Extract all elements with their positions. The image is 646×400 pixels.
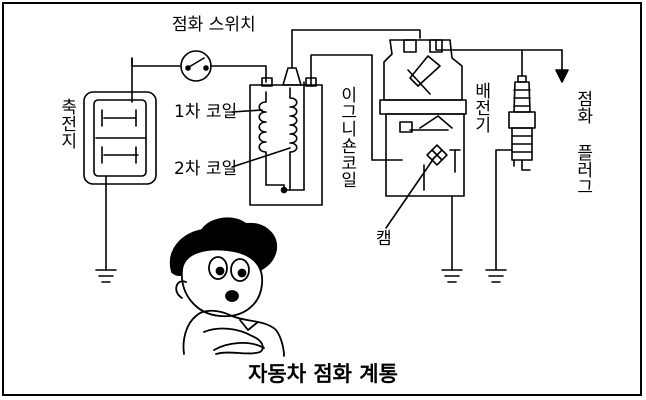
secondary-coil-label: 2차 코일 xyxy=(174,159,238,179)
ignition-switch-symbol xyxy=(180,50,212,82)
cam-label: 캠 xyxy=(376,229,392,249)
leader-cam xyxy=(385,157,435,229)
arrow-head xyxy=(555,69,569,83)
spark-plug-label: 점화 플러그 xyxy=(572,90,593,195)
ignition-coil-symbol xyxy=(249,29,323,206)
ignition-switch-label: 점화 스위치 xyxy=(172,15,256,35)
distributor-ground-symbol xyxy=(441,269,463,283)
ignition-coil-label: 이그니숀코일 xyxy=(336,86,357,188)
wire-coil-distributor-ht xyxy=(291,29,421,39)
wire-switch-coil xyxy=(210,65,267,83)
cartoon-character xyxy=(169,217,285,357)
plug-ground-symbol xyxy=(485,269,507,283)
spark-plug-symbol xyxy=(508,75,536,171)
battery-ground-symbol xyxy=(95,269,117,283)
distributor-label: 배전기 xyxy=(470,82,491,133)
primary-coil-label: 1차 코일 xyxy=(174,102,238,122)
wire-battery-switch xyxy=(131,57,181,67)
leader-primary-coil xyxy=(231,109,263,113)
wire-coil-distributor-primary xyxy=(310,54,403,161)
diagram-frame xyxy=(2,2,642,396)
distributor-symbol xyxy=(379,39,467,271)
diagram-title: 자동차 점화 계통 xyxy=(248,362,398,386)
leader-secondary-coil xyxy=(231,147,291,168)
wire-distributor-plug xyxy=(435,39,523,77)
battery-label: 축전지 xyxy=(56,98,77,149)
wire-plug-ground xyxy=(495,149,513,271)
battery-symbol xyxy=(83,57,157,271)
